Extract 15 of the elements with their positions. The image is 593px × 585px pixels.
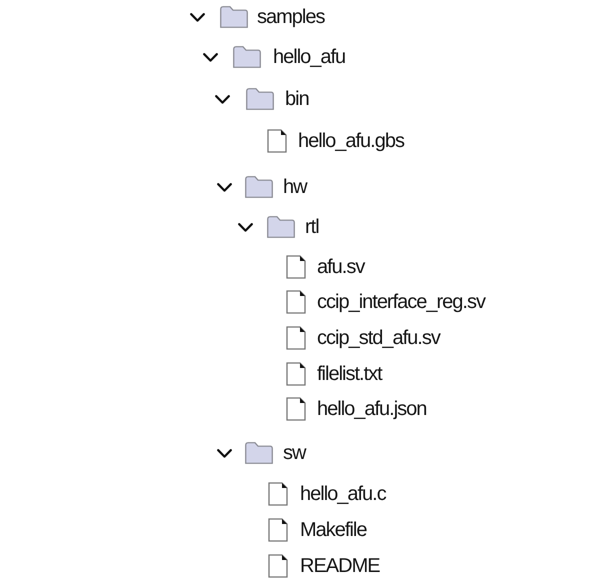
file-name: hello_afu.c <box>300 482 386 506</box>
file-name: hello_afu.gbs <box>298 129 404 153</box>
file-name: filelist.txt <box>317 362 382 386</box>
folder-name: hw <box>283 175 307 199</box>
file-name: hello_afu.json <box>317 397 426 421</box>
file-name: README <box>300 554 380 578</box>
file-name: ccip_interface_reg.sv <box>317 290 485 314</box>
folder-name: samples <box>257 5 324 29</box>
file-name: afu.sv <box>317 255 364 279</box>
folder-name: rtl <box>305 215 319 239</box>
folder-name: hello_afu <box>273 45 346 69</box>
file-name: ccip_std_afu.sv <box>317 326 440 350</box>
folder-name: sw <box>283 441 306 465</box>
folder-name: bin <box>285 87 309 111</box>
file-name: Makefile <box>300 518 366 542</box>
